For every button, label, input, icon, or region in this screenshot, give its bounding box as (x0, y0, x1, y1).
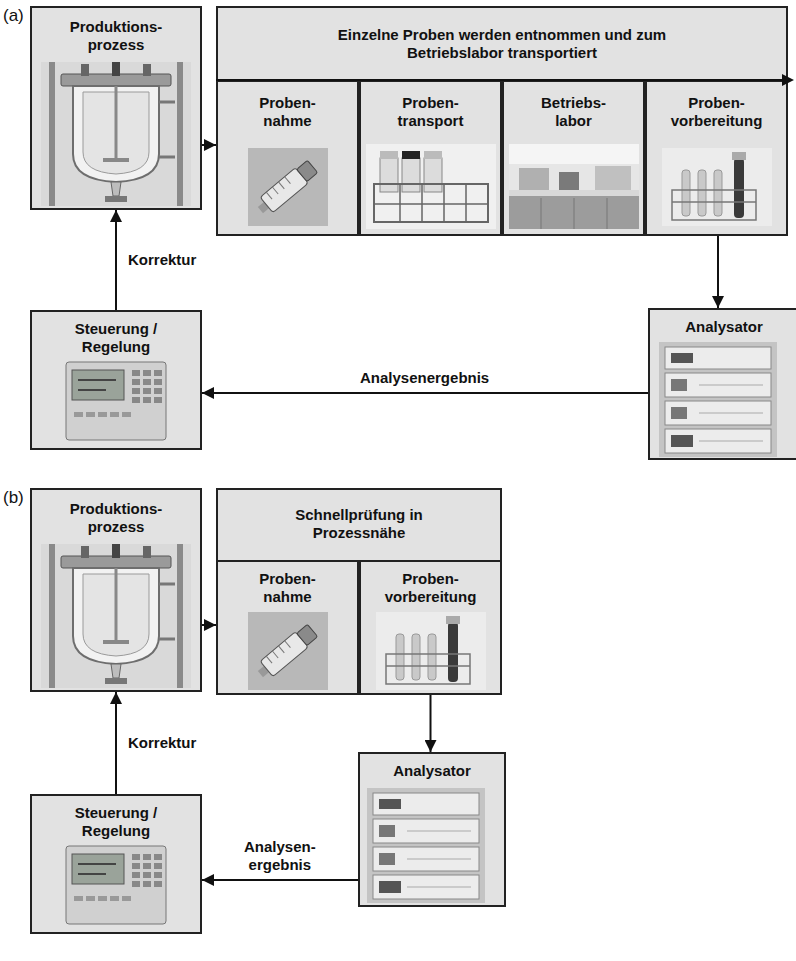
process-box: Produktions- prozess (30, 6, 202, 210)
syringe-photo (248, 612, 328, 690)
flow-arrow (202, 392, 648, 394)
step-box: Proben- vorbereitung (359, 560, 502, 695)
controller-photo (66, 362, 166, 440)
flow-arrow-head (782, 74, 794, 86)
panel-label: (a) (3, 6, 24, 26)
flow-arrow (202, 624, 216, 626)
edge-label: Korrektur (126, 734, 198, 752)
box-title: Analysator (360, 762, 504, 780)
box-title: Proben- vorbereitung (671, 94, 763, 130)
process-box: Produktions- prozess (30, 488, 202, 692)
syringe-photo (248, 148, 328, 226)
step-box: Proben- nahme (216, 80, 359, 236)
step-box: Proben- transport (359, 80, 502, 236)
flow-arrow (115, 692, 117, 794)
flow-arrow (717, 236, 719, 308)
sample-rack-photo (366, 144, 496, 229)
test-tube-photo (662, 148, 772, 226)
analyzer-box: Analysator (358, 752, 506, 907)
box-title: Steuerung / Regelung (66, 320, 166, 356)
controller-box: Steuerung / Regelung (30, 794, 202, 934)
panel-label: (b) (3, 488, 24, 508)
box-title: Produktions- prozess (70, 500, 163, 536)
box-title: Proben- nahme (259, 570, 316, 606)
box-title: Einzelne Proben werden entnommen und zum… (302, 26, 702, 62)
box-title: Proben- transport (398, 94, 464, 130)
lab-photo (509, 144, 639, 229)
flow-arrow-line (216, 79, 784, 81)
analyzer-box: Analysator (648, 308, 796, 460)
step-box: Proben- nahme (216, 560, 359, 695)
step-box: Proben- vorbereitung (645, 80, 788, 236)
edge-label: Analysen- ergebnis (242, 838, 318, 874)
flow-arrow (202, 879, 358, 881)
test-tube-photo (376, 612, 486, 690)
box-title: Proben- nahme (259, 94, 316, 130)
analyzer-photo (659, 342, 777, 457)
flow-arrow (430, 695, 432, 752)
controller-photo (66, 846, 166, 924)
box-title: Betriebs- labor (541, 94, 606, 130)
flow-arrow (202, 144, 216, 146)
group-box: Einzelne Proben werden entnommen und zum… (216, 6, 788, 236)
box-title: Proben- vorbereitung (385, 570, 477, 606)
reactor-photo (41, 62, 191, 206)
box-title: Schnellprüfung in Prozessnähe (269, 506, 449, 542)
edge-label: Analysenergebnis (358, 369, 491, 387)
edge-label: Korrektur (126, 251, 198, 269)
controller-box: Steuerung / Regelung (30, 310, 202, 450)
analyzer-photo (367, 788, 485, 903)
box-title: Steuerung / Regelung (66, 804, 166, 840)
flow-arrow (115, 210, 117, 310)
reactor-photo (41, 544, 191, 688)
group-box: Schnellprüfung in ProzessnäheProben- nah… (216, 488, 502, 695)
step-box: Betriebs- labor (502, 80, 645, 236)
box-title: Produktions- prozess (70, 18, 163, 54)
box-title: Analysator (650, 318, 796, 336)
